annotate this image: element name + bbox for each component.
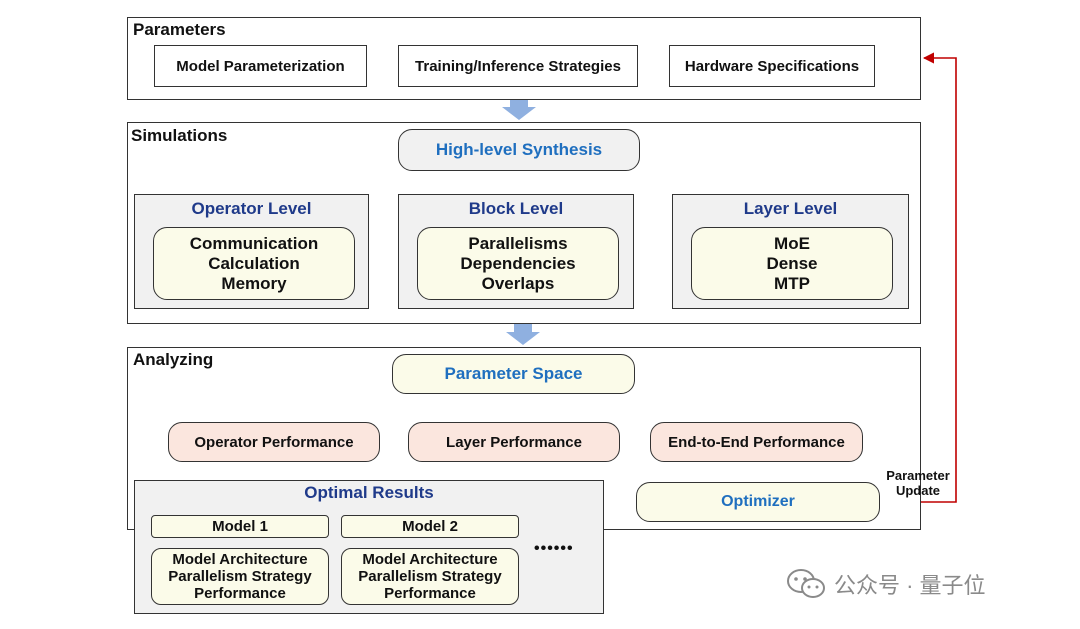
param-training-inference-strategies: Training/Inference Strategies xyxy=(398,45,638,87)
block-level-line-3: Overlaps xyxy=(481,273,555,293)
parameter-space-box: Parameter Space xyxy=(392,354,635,394)
layer-level-line-3: MTP xyxy=(774,273,810,293)
simulations-title: Simulations xyxy=(131,126,228,145)
high-level-synthesis-box: High-level Synthesis xyxy=(398,129,640,171)
model-2-details: Model Architecture Parallelism Strategy … xyxy=(341,548,519,605)
operator-level-contents: Communication Calculation Memory xyxy=(153,227,355,300)
parameter-update-label-line-1: Parameter xyxy=(886,468,950,483)
model-2-line-3: Performance xyxy=(384,585,476,602)
layer-level-line-2: Dense xyxy=(766,253,818,273)
layer-level-line-1: MoE xyxy=(774,233,810,253)
param-model-parameterization: Model Parameterization xyxy=(154,45,367,87)
watermark-text: 公众号 · 量子位 xyxy=(834,573,986,598)
parameter-update-label-line-2: Update xyxy=(895,483,941,498)
block-level-line-2: Dependencies xyxy=(460,253,576,273)
operator-level-line-3: Memory xyxy=(221,273,287,293)
analyzing-title: Analyzing xyxy=(133,350,214,369)
model-2-line-2: Parallelism Strategy xyxy=(358,568,502,585)
parameter-update-label: Parameter Update xyxy=(882,468,954,498)
end-to-end-performance-box: End-to-End Performance xyxy=(650,422,863,462)
wechat-icon xyxy=(787,569,825,598)
model-2-line-1: Model Architecture xyxy=(362,551,498,568)
block-level-title: Block Level xyxy=(468,199,564,218)
block-level-contents: Parallelisms Dependencies Overlaps xyxy=(417,227,619,300)
model-1-details: Model Architecture Parallelism Strategy … xyxy=(151,548,329,605)
operator-level-line-2: Calculation xyxy=(208,253,300,273)
optimal-results-title: Optimal Results xyxy=(304,483,434,502)
layer-performance-box: Layer Performance xyxy=(408,422,620,462)
model-1-line-2: Parallelism Strategy xyxy=(168,568,312,585)
more-models-ellipsis: •••••• xyxy=(534,540,574,557)
flow-arrow-sim-to-analyzing xyxy=(506,324,540,345)
model-1-line-3: Performance xyxy=(194,585,286,602)
operator-level-line-1: Communication xyxy=(189,233,319,253)
layer-level-contents: MoE Dense MTP xyxy=(691,227,893,300)
model-1-tag: Model 1 xyxy=(151,515,329,538)
flow-arrow-params-to-sim xyxy=(502,99,536,120)
model-2-tag: Model 2 xyxy=(341,515,519,538)
optimizer-box: Optimizer xyxy=(636,482,880,522)
layer-level-title: Layer Level xyxy=(743,199,838,218)
operator-performance-box: Operator Performance xyxy=(168,422,380,462)
parameters-title: Parameters xyxy=(133,20,226,39)
operator-level-title: Operator Level xyxy=(191,199,312,218)
block-level-line-1: Parallelisms xyxy=(468,233,568,253)
model-1-line-1: Model Architecture xyxy=(172,551,308,568)
watermark: 公众号 · 量子位 xyxy=(786,568,986,600)
param-hardware-specifications: Hardware Specifications xyxy=(669,45,875,87)
